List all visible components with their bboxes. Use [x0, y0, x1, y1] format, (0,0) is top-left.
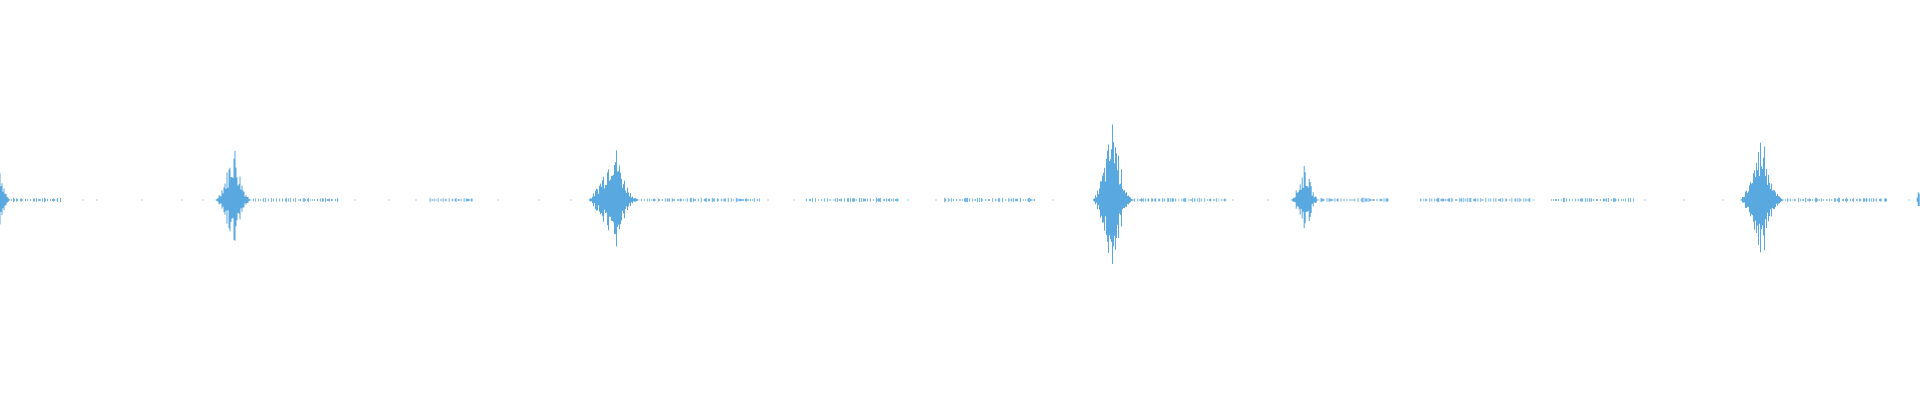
waveform-burst [215, 150, 253, 241]
waveform-tail [429, 197, 473, 203]
waveform-tail [1785, 197, 1888, 203]
waveform-tail [11, 197, 61, 203]
waveform-burst [1740, 142, 1785, 253]
waveform-tail [1134, 197, 1227, 203]
waveform-tail [944, 197, 1036, 203]
waveform-noise [0, 199, 1910, 201]
waveform-bursts [0, 124, 1920, 264]
waveform-burst [1916, 192, 1920, 207]
waveform-tail [1550, 197, 1634, 203]
waveform-burst [0, 173, 11, 225]
waveform-tail [640, 197, 760, 203]
waveform-burst [1290, 165, 1320, 229]
waveform-tail [252, 197, 338, 203]
waveform-burst [588, 150, 640, 247]
waveform-tail [805, 197, 899, 203]
waveform-burst [1093, 124, 1134, 264]
waveform-tail [1420, 197, 1531, 203]
waveform-tail [1320, 197, 1389, 203]
